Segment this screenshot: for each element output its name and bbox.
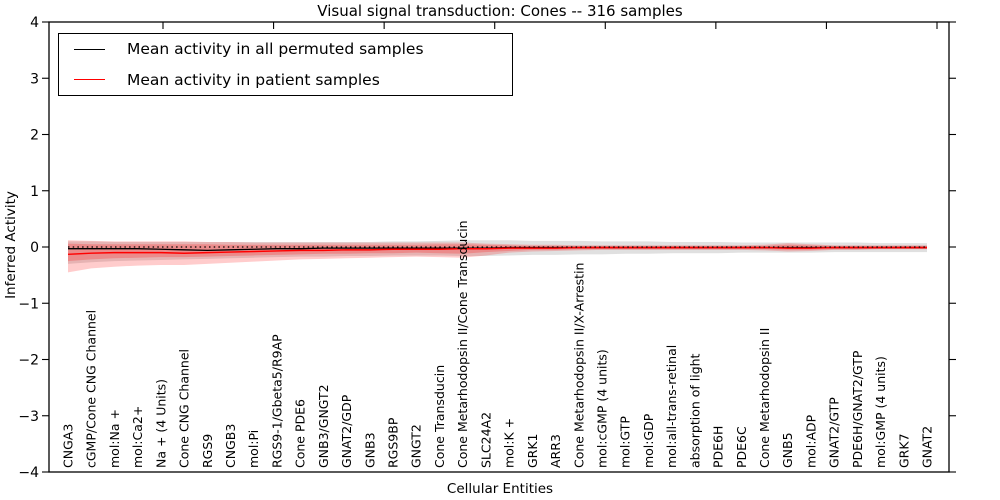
x-tick-label: Cone PDE6	[293, 399, 308, 468]
y-tick-label: −1	[18, 296, 39, 312]
y-tick-label: 4	[30, 15, 39, 31]
x-tick-label: RGS9	[200, 434, 215, 468]
x-tick-label: mol:GMP (4 units)	[873, 356, 888, 468]
y-tick-label: 2	[30, 128, 39, 144]
y-tick-label: 3	[30, 71, 39, 87]
x-tick-label: Cone Metarhodopsin II/X-Arrestin	[571, 263, 586, 468]
x-tick-label: GNB3	[362, 432, 377, 468]
series-line-patient	[67, 246, 927, 256]
legend: Mean activity in all permuted samples Me…	[58, 33, 513, 96]
x-tick-label: Cone Transducin	[432, 365, 447, 468]
x-tick-label: Cone Metarhodopsin II/Cone Transducin	[455, 220, 470, 468]
x-tick-label: mol:GDP	[641, 413, 656, 468]
x-tick-label: GNGT2	[409, 424, 424, 468]
x-tick-label: GNAT2/GTP	[827, 397, 842, 468]
x-tick-label: ARR3	[548, 434, 563, 468]
x-tick-label: mol:Pi	[246, 430, 261, 468]
x-tick-label: CNGB3	[223, 424, 238, 468]
x-tick-label: mol:ADP	[803, 414, 818, 468]
x-tick-label: GNB3/GNGT2	[316, 384, 331, 468]
x-tick-label: mol:K +	[502, 418, 517, 468]
x-tick-label: mol:all-trans-retinal	[664, 345, 679, 468]
legend-item: Mean activity in all permuted samples	[59, 34, 512, 64]
x-tick-label: CNGA3	[61, 424, 76, 468]
x-tick-label: GRK1	[525, 433, 540, 468]
legend-item: Mean activity in patient samples	[59, 65, 512, 95]
x-tick-label: GNAT2	[920, 426, 935, 468]
y-tick-label: −2	[18, 353, 39, 369]
x-tick-label: mol:cGMP (4 units)	[594, 349, 609, 468]
x-axis-label: Cellular Entities	[446, 481, 554, 497]
x-tick-label: GNB5	[780, 432, 795, 468]
x-tick-label: RGS9BP	[386, 417, 401, 468]
x-tick-label: Na + (4 Units)	[153, 379, 168, 468]
chart-title: Visual signal transduction: Cones -- 316…	[317, 2, 683, 20]
legend-label: Mean activity in patient samples	[127, 70, 380, 89]
x-tick-label: cGMP/Cone CNG Channel	[84, 310, 99, 468]
legend-line-permuted	[74, 48, 105, 50]
x-tick-label: PDE6H	[711, 426, 726, 468]
x-tick-label: Cone CNG Channel	[177, 349, 192, 468]
x-tick-label: GRK7	[896, 433, 911, 468]
x-tick-label: mol:GTP	[618, 416, 633, 468]
legend-line-patient	[74, 79, 105, 81]
y-tick-label: −3	[18, 409, 39, 425]
x-tick-label: RGS9-1/Gbeta5/R9AP	[269, 334, 284, 468]
x-tick-label: PDE6H/GNAT2/GTP	[850, 350, 865, 468]
y-tick-label: 1	[30, 184, 39, 200]
x-tick-label: mol:Na +	[107, 409, 122, 468]
x-tick-label: absorption of light	[687, 353, 702, 468]
x-tick-label: PDE6C	[734, 426, 749, 468]
x-tick-label: GNAT2/GDP	[339, 394, 354, 468]
band-permuted-sample-range	[68, 240, 927, 264]
y-tick-label: 0	[30, 240, 39, 256]
x-tick-label: mol:Ca2+	[130, 406, 145, 468]
y-tick-label: −4	[18, 465, 39, 481]
legend-label: Mean activity in all permuted samples	[127, 40, 424, 59]
x-tick-label: Cone Metarhodopsin II	[757, 328, 772, 468]
x-tick-label: SLC24A2	[478, 412, 493, 468]
